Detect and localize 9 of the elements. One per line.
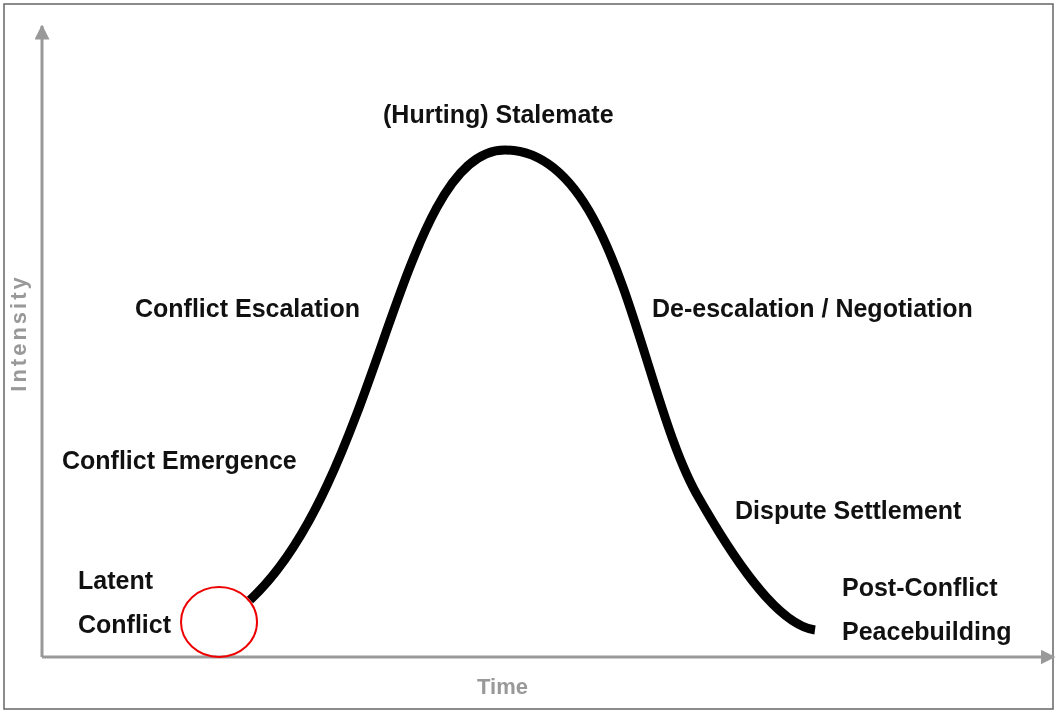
stage-label: De-escalation / Negotiation (652, 293, 973, 324)
stage-label: Latent Conflict (78, 565, 173, 640)
stage-label: (Hurting) Stalemate (383, 99, 614, 130)
stage-label: Dispute Settlement (735, 495, 962, 526)
axis-label: Time (477, 674, 528, 700)
stage-label: Post-Conflict Peacebuilding (842, 572, 1013, 647)
stage-label: Conflict Escalation (135, 293, 361, 324)
stage-label: Conflict Emergence (62, 445, 297, 476)
axis-label: Intensity (5, 274, 32, 392)
